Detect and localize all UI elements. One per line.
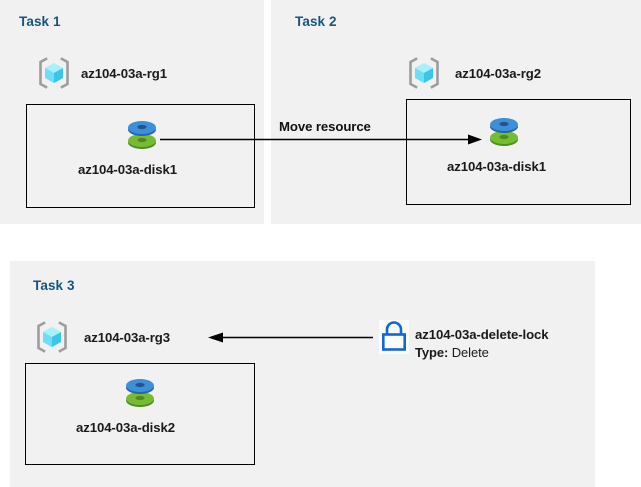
delete-lock-type-value: Delete bbox=[451, 345, 489, 360]
disk-icon bbox=[122, 116, 162, 154]
delete-lock-name: az104-03a-delete-lock bbox=[415, 327, 549, 342]
task-3-resource-box bbox=[25, 363, 255, 465]
task-2-heading: Task 2 bbox=[295, 14, 337, 29]
delete-lock-arrow bbox=[208, 328, 373, 348]
move-resource-label: Move resource bbox=[279, 119, 371, 134]
task-1-heading: Task 1 bbox=[19, 14, 61, 29]
task-3-heading: Task 3 bbox=[33, 278, 75, 293]
resource-1-label: az104-03a-disk1 bbox=[78, 162, 177, 177]
move-resource-arrow bbox=[160, 130, 485, 150]
task-1-panel bbox=[0, 0, 264, 224]
resource-group-icon bbox=[406, 55, 442, 91]
task-2-panel bbox=[271, 0, 641, 224]
resource-group-icon bbox=[36, 55, 72, 91]
lock-icon bbox=[379, 320, 409, 354]
disk-icon bbox=[484, 113, 524, 151]
resource-2-label: az104-03a-disk1 bbox=[447, 159, 546, 174]
delete-lock-type: Type: Delete bbox=[415, 345, 489, 360]
task-3-panel bbox=[10, 261, 595, 487]
resource-3-label: az104-03a-disk2 bbox=[76, 420, 175, 435]
task-2-resource-box bbox=[406, 99, 631, 205]
resource-group-3-label: az104-03a-rg3 bbox=[84, 330, 170, 345]
resource-group-2-label: az104-03a-rg2 bbox=[455, 66, 541, 81]
resource-group-1-label: az104-03a-rg1 bbox=[81, 66, 167, 81]
delete-lock-type-key: Type: bbox=[415, 345, 449, 360]
resource-group-icon bbox=[34, 319, 70, 355]
disk-icon bbox=[120, 374, 160, 412]
task-1-resource-box bbox=[26, 104, 255, 208]
